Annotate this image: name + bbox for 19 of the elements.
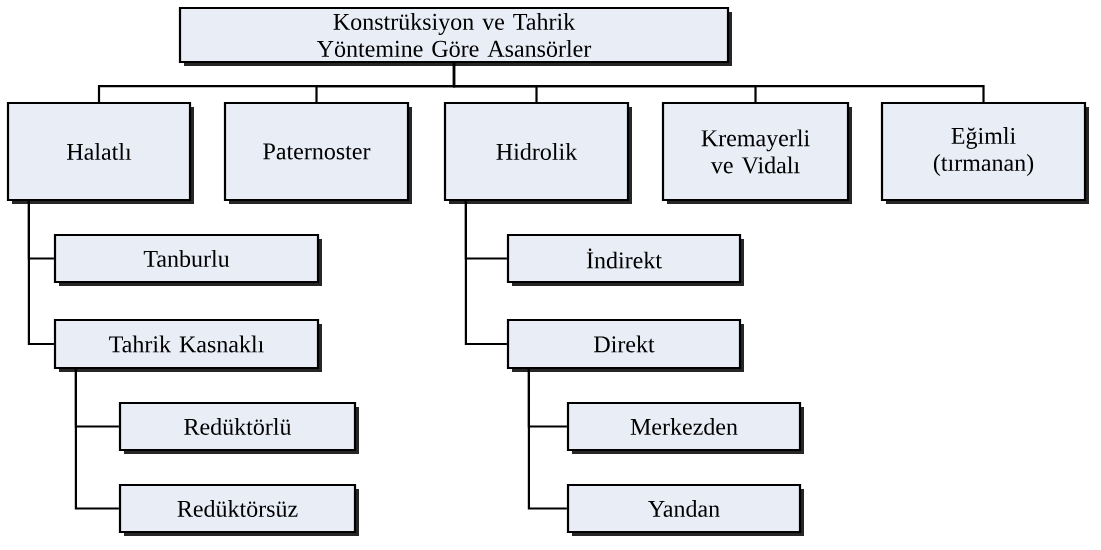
category-box: Paternoster	[223, 101, 412, 204]
connector-line	[464, 201, 507, 346]
subcategory-box: Merkezden	[566, 401, 804, 454]
title-box: Konstrüksiyon ve Tahrik Yöntemine Göre Asansörler	[178, 6, 732, 66]
subcategory-box: İndirekt	[506, 233, 744, 286]
connector-line	[74, 369, 119, 510]
category-box: Kremayerli ve Vidalı	[661, 101, 852, 204]
subcategory-box: Tahrik Kasnaklı	[53, 318, 322, 372]
connector-line	[527, 369, 567, 510]
connector-line	[452, 63, 985, 102]
subcategory-box: Tanburlu	[53, 233, 322, 286]
category-box: Eğimli (tırmanan)	[880, 101, 1089, 204]
subcategory-box: Direkt	[506, 318, 744, 372]
subcategory-box: Yandan	[566, 483, 804, 536]
category-box: Halatlı	[6, 101, 194, 204]
connector-line	[27, 201, 54, 346]
subcategory-box: Redüktörsüz	[118, 483, 359, 536]
subcategory-box: Redüktörlü	[118, 401, 359, 454]
category-box: Hidrolik	[443, 101, 632, 204]
